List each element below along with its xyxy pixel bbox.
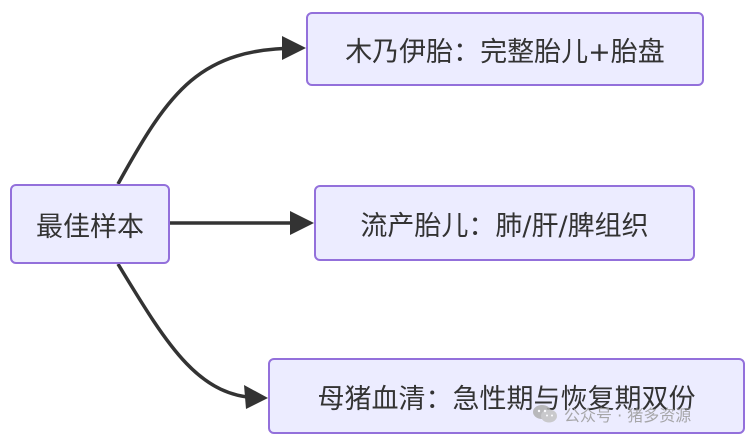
arrowhead-mummified-fetus [282, 36, 306, 60]
edge-root-to-mummified-fetus [116, 43, 301, 185]
watermark: 公众号 · 猪多资源 [532, 402, 691, 426]
wechat-icon [533, 405, 557, 423]
edge-root-to-sow-serum [116, 263, 263, 400]
arrowhead-aborted-fetus [290, 211, 314, 235]
node-mummified-fetus-label: 木乃伊胎：完整胎儿+胎盘 [345, 36, 665, 68]
node-sow-serum-label: 母猪血清：急性期与恢复期双份 [317, 383, 696, 415]
node-aborted-fetus-label: 流产胎儿：肺/肝/脾组织 [360, 210, 649, 242]
node-mummified-fetus: 木乃伊胎：完整胎儿+胎盘 [306, 12, 704, 86]
root-node-label: 最佳样本 [36, 211, 144, 243]
node-sow-serum: 母猪血清：急性期与恢复期双份 [268, 358, 745, 434]
arrowhead-sow-serum [244, 385, 268, 409]
root-node-best-samples: 最佳样本 [10, 184, 170, 264]
node-aborted-fetus: 流产胎儿：肺/肝/脾组织 [314, 185, 695, 261]
watermark-text: 公众号 · 猪多资源 [564, 406, 692, 425]
